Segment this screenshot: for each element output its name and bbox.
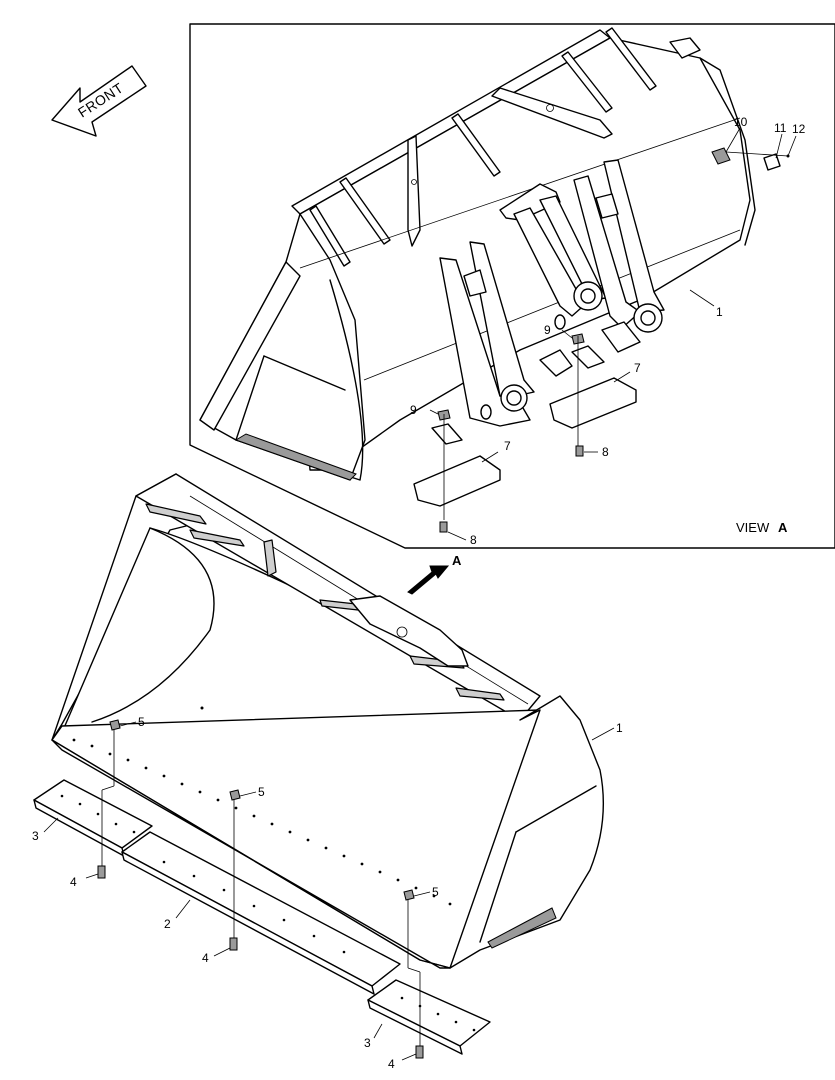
callout-5-a: 5 (138, 715, 145, 729)
lip-bolt-holes (72, 738, 452, 906)
callout-7-b: 7 (634, 361, 641, 375)
view-a-frame (189, 23, 835, 549)
main-bucket (33, 473, 615, 1061)
callout-11: 11 (774, 121, 787, 135)
front-arrow: FRONT (51, 65, 147, 137)
direction-arrow-letter: A (452, 553, 462, 568)
callout-4-left: 4 (70, 875, 77, 889)
callout-3-left: 3 (32, 829, 39, 843)
callout-2: 2 (164, 917, 171, 931)
callout-4-right: 4 (388, 1057, 395, 1071)
callout-8-a: 8 (470, 533, 477, 547)
view-a-label: VIEW A (736, 520, 788, 535)
callout-labels: 1 1 2 3 3 4 4 4 5 5 5 7 7 8 8 9 9 10 11 … (32, 115, 806, 1071)
callout-12: 12 (792, 122, 806, 136)
callout-10: 10 (734, 115, 748, 129)
callout-5-b: 5 (258, 785, 265, 799)
callout-3-right: 3 (364, 1036, 371, 1050)
view-direction-arrow: A (407, 553, 462, 595)
callout-1-top: 1 (716, 305, 723, 319)
view-a-bucket (199, 27, 797, 541)
callout-5-c: 5 (432, 885, 439, 899)
callout-9-a: 9 (410, 403, 417, 417)
callout-8-b: 8 (602, 445, 609, 459)
callout-1-bottom: 1 (616, 721, 623, 735)
callout-4-mid: 4 (202, 951, 209, 965)
view-label-letter: A (778, 520, 788, 535)
callout-7-a: 7 (504, 439, 511, 453)
view-label-text: VIEW (736, 520, 770, 535)
callout-9-b: 9 (544, 323, 551, 337)
